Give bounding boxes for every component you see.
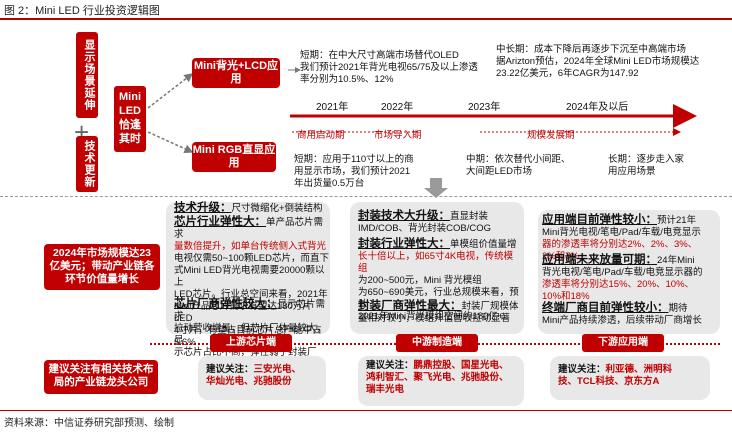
stage-commercial-start: 商用启动期 bbox=[297, 130, 345, 141]
downstream-vendor-elasticity: 终端厂商目前弹性较小：期待 Mini产品持续渗透，后续带动厂商增长 bbox=[542, 302, 702, 326]
upstream-panel bbox=[166, 202, 330, 334]
downstream-current-elasticity: 应用端目前弹性较小：预计21年 Mini背光电视/笔电/Pad/车载/电竞显示 … bbox=[542, 214, 701, 262]
figure-title: 图 2：Mini LED 行业投资逻辑图 bbox=[4, 5, 160, 17]
upstream-tech-line: 技术升级：尺寸微缩化+倒装结构 bbox=[174, 202, 323, 214]
rgb-app-box: Mini RGB直显应用 bbox=[192, 142, 276, 172]
upstream-advice-panel bbox=[198, 356, 326, 400]
downstream-advice-panel bbox=[550, 356, 710, 400]
short-term-rgb-note: 短期：应用于110寸以上的商 用显示市场，我们预计2021 年出货量0.5万台 bbox=[294, 154, 414, 189]
midstream-advice-panel bbox=[358, 356, 524, 406]
midstream-label: 中游制造端 bbox=[396, 334, 478, 352]
downstream-panel bbox=[538, 210, 720, 334]
downstream-advice: 建议关注：利亚德、洲明科 技、TCL科技、京东方A bbox=[558, 364, 673, 387]
upstream-advice: 建议关注：三安光电、 华灿光电、兆驰股份 bbox=[206, 364, 302, 387]
downstream-future-elasticity: 应用端未来放量可期：24年Mini 背光电视/笔电/Pad/车载/电竞显示器的 … bbox=[542, 254, 703, 302]
midstream-vendor-elasticity: 封装厂商弹性最大：封装厂规模体 量相对较小，模组升值营收拉动显著 bbox=[358, 300, 519, 324]
recommendation-box: 建议关注有相关技术布局的产业链龙头公司 bbox=[44, 360, 158, 394]
year-2024-plus: 2024年及以后 bbox=[566, 102, 629, 113]
backlight-app-box: Mini背光+LCD应用 bbox=[192, 58, 280, 88]
midstream-industry-elasticity: 封装行业弹性大：单模组价值量增 长十倍以上，如65寸4K电视，传统模组 为200… bbox=[358, 238, 519, 322]
midstream-packaging-upgrade: 封装技术大升级：直显封装 IMD/COB、背光封装COB/COG bbox=[358, 210, 492, 234]
mid-long-term-note: 中长期：成本下降后再逐步下沉至中高端市场 据Arizton预估，2024年全球M… bbox=[496, 44, 700, 79]
title-rule bbox=[0, 18, 732, 20]
upstream-label: 上游芯片端 bbox=[210, 334, 292, 352]
scenario-box: 显示场景延伸 bbox=[76, 32, 98, 118]
mid-term-rgb-note: 中期：依次替代小间距、 大间距LED市场 bbox=[466, 154, 571, 177]
mini-led-box: Mini LED恰逢其时 bbox=[114, 86, 146, 152]
short-term-backlight-note: 短期：在中大尺寸高端市场替代OLED 我们预计2021年背光电视65/75及以上… bbox=[300, 50, 478, 85]
year-2023: 2023年 bbox=[468, 102, 501, 113]
upstream-vendor-elasticity: 芯片厂商弹性较大：显示芯片需求 拉动营收增量，但芯片厂体量较大，显 示芯片占比不… bbox=[174, 298, 327, 358]
bottom-rule bbox=[0, 410, 732, 411]
tech-box: 技术更新 bbox=[76, 136, 98, 192]
year-2022: 2022年 bbox=[381, 102, 414, 113]
long-term-rgb-note: 长期：逐步走入家 用应用场景 bbox=[608, 154, 685, 177]
stage-scale-growth: 规模发展期 bbox=[527, 130, 575, 141]
downstream-label: 下游应用端 bbox=[582, 334, 664, 352]
source-note: 资料来源：中信证券研究部预测、绘制 bbox=[4, 418, 174, 429]
midstream-advice: 建议关注：鹏鼎控股、国星光电、 鸿利智汇、聚飞光电、兆驰股份、 瑞丰光电 bbox=[366, 360, 509, 395]
midstream-panel bbox=[350, 202, 524, 334]
year-2021: 2021年 bbox=[316, 102, 349, 113]
upstream-chip-elasticity: 芯片行业弹性大：单产品芯片需求 量数倍提升，如单台传统侧入式背光 电视仅需50~… bbox=[174, 216, 329, 348]
stage-market-intro: 市场导入期 bbox=[374, 130, 422, 141]
section-divider bbox=[0, 196, 732, 197]
market-size-box: 2024年市场规模达23亿美元；带动产业链各环节价值量增长 bbox=[44, 244, 160, 290]
